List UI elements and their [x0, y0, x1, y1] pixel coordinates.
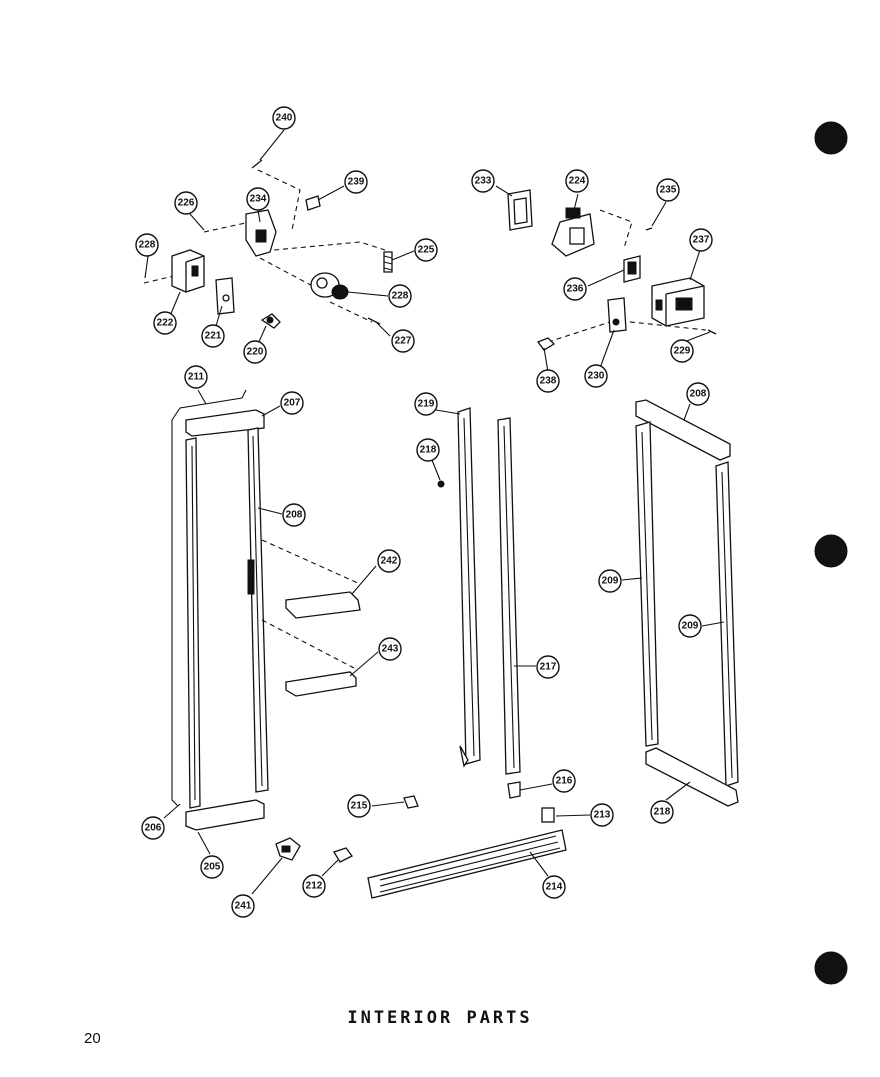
upper-right-control-assembly: [507, 189, 717, 351]
callout-219: 219: [414, 392, 438, 416]
callout-225: 225: [414, 238, 438, 262]
callout-label: 211: [188, 372, 205, 383]
callout-label: 240: [276, 113, 293, 124]
callout-209: 209: [678, 614, 702, 638]
callout-label: 219: [418, 399, 435, 410]
callout-235: 235: [656, 178, 680, 202]
callout-228: 228: [135, 233, 159, 257]
callout-217: 217: [536, 655, 560, 679]
callout-216: 216: [552, 769, 576, 793]
callout-label: 228: [392, 291, 409, 302]
callout-211: 211: [184, 365, 208, 389]
binder-hole-mark: [814, 534, 848, 568]
callout-229: 229: [670, 339, 694, 363]
callout-label: 237: [693, 235, 710, 246]
callout-label: 216: [556, 776, 573, 787]
callout-label: 213: [594, 810, 611, 821]
callout-226: 226: [174, 191, 198, 215]
callout-221: 221: [201, 324, 225, 348]
callout-label: 221: [205, 331, 222, 342]
callout-label: 212: [306, 881, 323, 892]
upper-left-control-assembly: [143, 159, 393, 329]
callout-label: 222: [157, 318, 174, 329]
callout-label: 241: [235, 901, 252, 912]
callout-label: 209: [682, 621, 699, 632]
callout-209: 209: [598, 569, 622, 593]
callout-233: 233: [471, 169, 495, 193]
callout-label: 239: [348, 177, 365, 188]
callout-205: 205: [200, 855, 224, 879]
callout-label: 214: [546, 882, 563, 893]
callout-label: 235: [660, 185, 677, 196]
callout-241: 241: [231, 894, 255, 918]
callout-label: 234: [250, 194, 267, 205]
callout-label: 220: [247, 347, 264, 358]
callout-leader-lines: [144, 129, 725, 895]
callout-label: 208: [690, 389, 707, 400]
callout-label: 208: [286, 510, 303, 521]
callout-label: 224: [569, 176, 586, 187]
callout-239: 239: [344, 170, 368, 194]
callout-label: 215: [351, 801, 368, 812]
callout-label: 227: [395, 336, 412, 347]
callout-208: 208: [282, 503, 306, 527]
right-door-liner-assembly: [635, 399, 739, 807]
callout-228: 228: [388, 284, 412, 308]
callout-215: 215: [347, 794, 371, 818]
callout-label: 242: [381, 556, 398, 567]
binder-hole-mark: [814, 121, 848, 155]
callout-label: 209: [602, 576, 619, 587]
binder-hole-mark: [814, 951, 848, 985]
callout-212: 212: [302, 874, 326, 898]
callout-240: 240: [272, 106, 296, 130]
callout-206: 206: [141, 816, 165, 840]
callout-224: 224: [565, 169, 589, 193]
callout-label: 218: [654, 807, 671, 818]
left-door-liner-assembly: [171, 389, 361, 831]
callout-label: 233: [475, 176, 492, 187]
callout-238: 238: [536, 369, 560, 393]
callout-220: 220: [243, 340, 267, 364]
callout-label: 206: [145, 823, 162, 834]
callout-236: 236: [563, 277, 587, 301]
callout-208: 208: [686, 382, 710, 406]
page-title: INTERIOR PARTS: [347, 1008, 533, 1028]
callout-label: 243: [382, 644, 399, 655]
callout-label: 217: [540, 662, 557, 673]
callout-label: 230: [588, 371, 605, 382]
callout-label: 236: [567, 284, 584, 295]
callout-218: 218: [416, 438, 440, 462]
callout-234: 234: [246, 187, 270, 211]
callout-label: 207: [284, 398, 301, 409]
page-number: 20: [84, 1030, 101, 1047]
callout-label: 238: [540, 376, 557, 387]
callout-214: 214: [542, 875, 566, 899]
callout-label: 226: [178, 198, 195, 209]
callout-label: 225: [418, 245, 435, 256]
callout-label: 228: [139, 240, 156, 251]
callout-label: 218: [420, 445, 437, 456]
center-mullion-strips: [275, 407, 567, 899]
callout-243: 243: [378, 637, 402, 661]
callout-242: 242: [377, 549, 401, 573]
callout-227: 227: [391, 329, 415, 353]
callout-218: 218: [650, 800, 674, 824]
callout-label: 229: [674, 346, 691, 357]
callout-label: 205: [204, 862, 221, 873]
callout-213: 213: [590, 803, 614, 827]
callout-222: 222: [153, 311, 177, 335]
callout-207: 207: [280, 391, 304, 415]
callout-230: 230: [584, 364, 608, 388]
callout-237: 237: [689, 228, 713, 252]
